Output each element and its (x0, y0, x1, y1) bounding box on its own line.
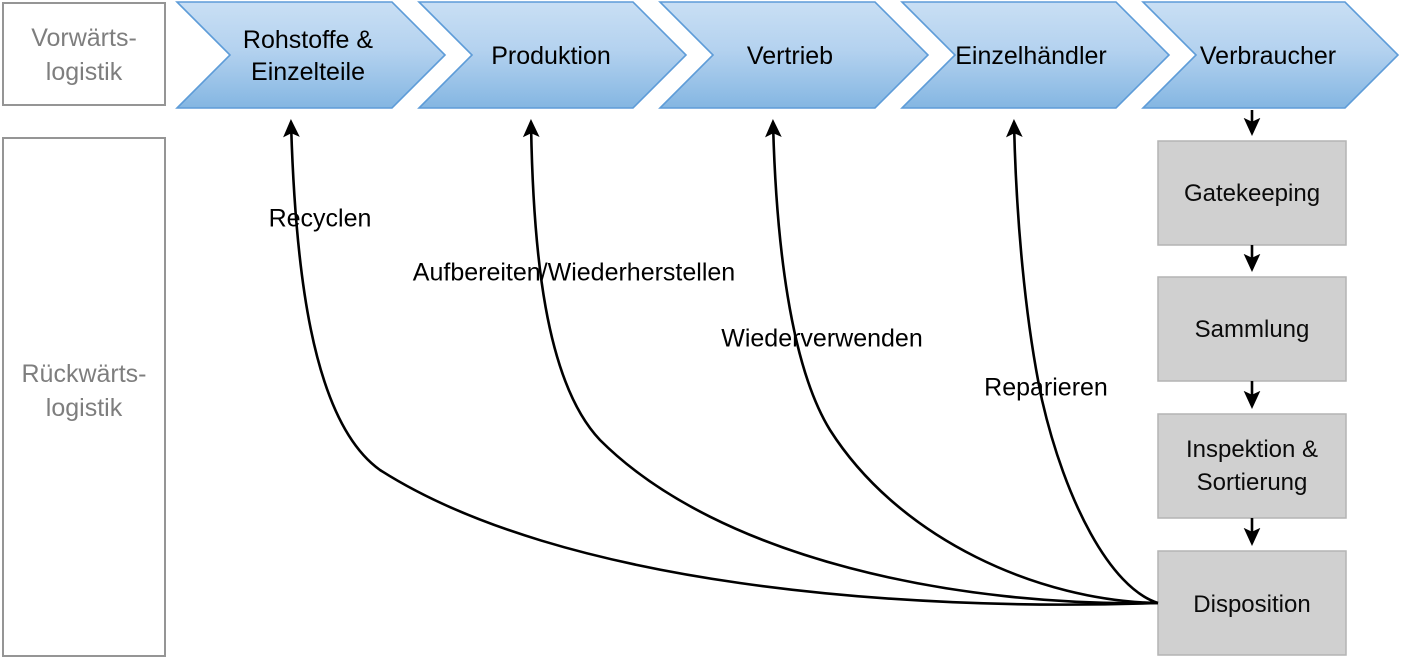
flow-refurbish-label: Aufbereiten/Wiederherstellen (413, 259, 735, 287)
stage-production[interactable]: Produktion (417, 1, 688, 109)
forward-chain: Rohstoffe & Einzelteile Produktion Vertr… (175, 1, 1400, 109)
flow-reuse-curve (765, 118, 1159, 605)
box-gatekeeping-label: Gatekeeping (1184, 180, 1320, 207)
stage-retailer-label: Einzelhändler (955, 42, 1107, 70)
stage-raw-materials-label-line2: Einzelteile (251, 58, 365, 86)
box-inspection-shape (1157, 413, 1347, 519)
flow-recycle-curve (283, 118, 1159, 606)
stage-production-shape (417, 1, 688, 109)
stage-distribution-label: Vertrieb (747, 42, 833, 70)
stage-distribution-shape (658, 1, 930, 109)
box-disposition[interactable]: Disposition (1157, 550, 1347, 656)
box-gatekeeping-shape (1157, 140, 1347, 246)
stage-raw-materials[interactable]: Rohstoffe & Einzelteile (175, 1, 447, 109)
sidebar-item-forward-logistics[interactable]: Vorwärts- logistik (2, 2, 166, 106)
forward-logistics-label-line2: logistik (46, 58, 123, 86)
flow-reuse-label: Wiederverwenden (721, 325, 923, 353)
recovery-flows: Recyclen Aufbereiten/Wiederherstellen Wi… (269, 118, 1159, 606)
stage-consumer[interactable]: Verbraucher (1141, 1, 1400, 109)
forward-logistics-box (2, 2, 166, 106)
reverse-logistics-box (2, 137, 166, 657)
box-disposition-shape (1157, 550, 1347, 656)
box-collection[interactable]: Sammlung (1157, 276, 1347, 382)
box-collection-shape (1157, 276, 1347, 382)
reverse-chain: Gatekeeping Sammlung Inspektion & Sortie… (1157, 110, 1347, 656)
flow-refurbish-curve (522, 118, 1159, 605)
flow-repair-curve (1005, 118, 1159, 605)
stage-raw-materials-label-line1: Rohstoffe & (243, 26, 374, 54)
stage-consumer-shape (1141, 1, 1400, 109)
box-inspection-label-line1: Inspektion & (1186, 436, 1318, 463)
reverse-logistics-label-line2: logistik (46, 394, 123, 422)
box-gatekeeping[interactable]: Gatekeeping (1157, 140, 1347, 246)
flow-recycle-label: Recyclen (269, 205, 372, 233)
stage-raw-materials-shape (175, 1, 447, 109)
forward-logistics-label-line1: Vorwärts- (31, 24, 137, 52)
box-disposition-label: Disposition (1193, 591, 1310, 618)
stage-production-label: Produktion (491, 42, 611, 70)
box-collection-label: Sammlung (1195, 316, 1310, 343)
box-inspection-label-line2: Sortierung (1197, 469, 1308, 496)
stage-retailer[interactable]: Einzelhändler (900, 1, 1171, 109)
reverse-logistics-label-line1: Rückwärts- (21, 360, 146, 388)
stage-distribution[interactable]: Vertrieb (658, 1, 930, 109)
sidebar-item-reverse-logistics[interactable]: Rückwärts- logistik (2, 137, 166, 657)
flow-repair-label: Reparieren (984, 374, 1108, 402)
stage-consumer-label: Verbraucher (1200, 42, 1336, 70)
stage-retailer-shape (900, 1, 1171, 109)
box-inspection[interactable]: Inspektion & Sortierung (1157, 413, 1347, 519)
